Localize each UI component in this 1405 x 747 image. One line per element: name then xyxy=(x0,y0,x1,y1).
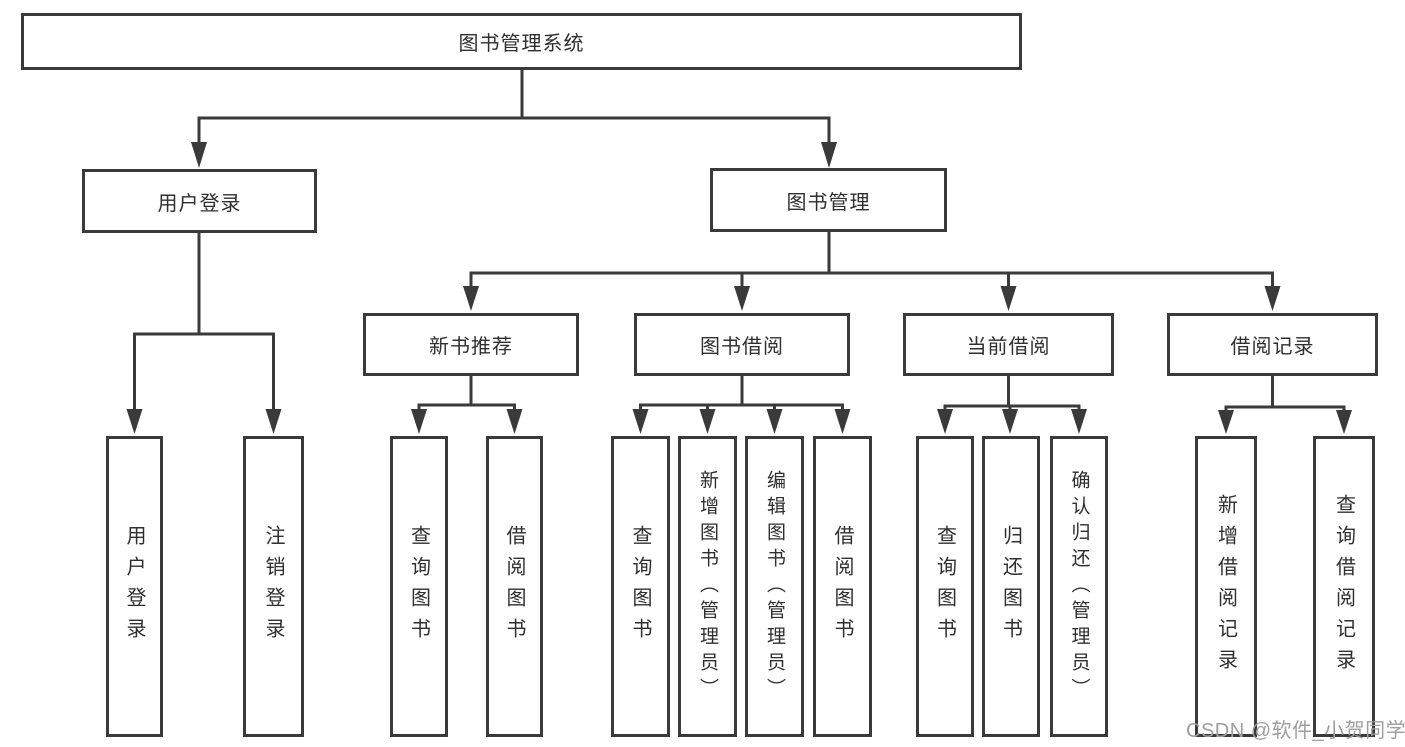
node-label: 图书管理 xyxy=(786,191,871,214)
arrowhead-down xyxy=(821,142,837,168)
node-label: 编辑图书（管理员） xyxy=(764,469,785,704)
arrowhead-down xyxy=(126,409,143,434)
arrowhead-down xyxy=(1218,410,1234,434)
arrowhead-down xyxy=(734,286,750,311)
leaf-confirm-return-admin: 确认归还（管理员） xyxy=(1050,436,1108,737)
node-label: 当前借阅 xyxy=(966,336,1051,358)
leaf-logout: 注销登录 xyxy=(243,436,304,737)
node-borrow-records: 借阅记录 xyxy=(1167,313,1378,376)
leaf-edit-book-admin: 编辑图书（管理员） xyxy=(745,436,804,737)
leaf-add-book-admin: 新增图书（管理员） xyxy=(678,436,737,737)
node-label: 用户登录 xyxy=(123,524,145,649)
node-label: 查询图书 xyxy=(629,524,651,649)
arrowhead-down xyxy=(699,409,716,434)
node-label: 归还图书 xyxy=(999,524,1022,649)
arrowhead-down xyxy=(265,409,282,434)
arrowhead-down xyxy=(506,409,523,434)
node-label: 确认归还（管理员） xyxy=(1068,469,1090,704)
node-book-management: 图书管理 xyxy=(710,168,947,232)
arrowhead-down xyxy=(632,409,649,434)
arrowhead-down xyxy=(411,409,427,434)
connector-root-to-level2 xyxy=(191,70,837,168)
connector-borrow-records-to-leaves xyxy=(1218,376,1352,434)
arrowhead-down xyxy=(1336,410,1352,434)
arrowhead-down xyxy=(1071,409,1087,434)
arrowhead-down xyxy=(463,286,479,311)
node-label: 查询图书 xyxy=(933,524,956,649)
edge xyxy=(943,376,1081,411)
arrowhead-down xyxy=(766,409,783,434)
node-label: 借阅图书 xyxy=(831,524,853,649)
node-label: 注销登录 xyxy=(262,524,284,649)
connector-user-login-to-leaves xyxy=(126,233,282,434)
edge xyxy=(133,233,275,411)
leaf-query-books-recommend: 查询图书 xyxy=(390,436,448,737)
node-label: 用户登录 xyxy=(157,192,242,215)
arrowhead-down xyxy=(834,409,851,434)
arrowhead-down xyxy=(1000,286,1017,311)
node-label: 借阅图书 xyxy=(503,524,525,649)
edge xyxy=(469,232,1274,289)
arrowhead-down xyxy=(1002,409,1018,434)
connector-new-book-recommend-to-leaves xyxy=(411,376,523,434)
leaf-query-books-current: 查询图书 xyxy=(916,436,974,737)
edge xyxy=(197,70,831,145)
leaf-user-login: 用户登录 xyxy=(106,436,163,737)
node-root-system: 图书管理系统 xyxy=(21,13,1022,70)
node-label: 新书推荐 xyxy=(429,336,513,358)
edge xyxy=(417,376,516,411)
connector-book-borrow-to-leaves xyxy=(632,376,851,434)
leaf-add-borrow-record: 新增借阅记录 xyxy=(1195,436,1257,737)
node-current-borrow: 当前借阅 xyxy=(903,313,1114,376)
node-label: 借阅记录 xyxy=(1230,336,1315,358)
leaf-borrow-books-recommend: 借阅图书 xyxy=(486,436,543,737)
node-label: 查询借阅记录 xyxy=(1332,493,1355,680)
arrowhead-down xyxy=(191,142,207,168)
arrowhead-down xyxy=(1264,286,1281,311)
leaf-query-books-borrow: 查询图书 xyxy=(611,436,670,737)
node-label: 查询图书 xyxy=(407,524,430,649)
connector-current-borrow-to-leaves xyxy=(937,376,1087,434)
edge xyxy=(639,376,844,411)
node-new-book-recommend: 新书推荐 xyxy=(363,313,579,376)
node-label: 图书管理系统 xyxy=(458,33,585,55)
node-label: 图书借阅 xyxy=(700,336,784,358)
leaf-borrow-books: 借阅图书 xyxy=(813,436,872,737)
node-label: 新增图书（管理员） xyxy=(697,469,718,704)
node-label: 新增借阅记录 xyxy=(1214,493,1237,680)
edge xyxy=(1224,376,1346,412)
csdn-watermark: CSDN @软件_小贺同学 xyxy=(1186,720,1405,742)
leaf-return-book: 归还图书 xyxy=(982,436,1040,737)
leaf-query-borrow-record: 查询借阅记录 xyxy=(1313,436,1375,737)
connector-book-management-to-level3 xyxy=(463,232,1281,311)
node-user-login: 用户登录 xyxy=(82,169,317,233)
arrowhead-down xyxy=(937,409,953,434)
node-book-borrow: 图书借阅 xyxy=(634,313,850,376)
